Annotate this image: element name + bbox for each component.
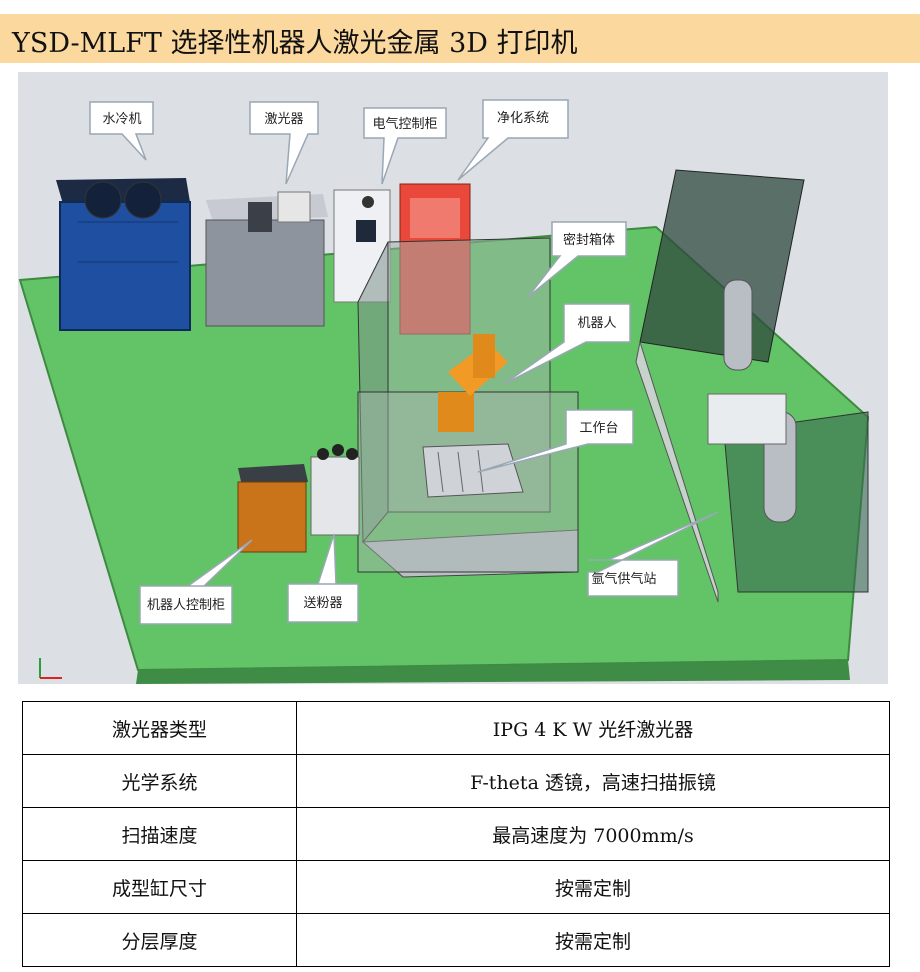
spec-key: 分层厚度 (22, 913, 297, 967)
floor-edge (136, 660, 850, 684)
table-row: 成型缸尺寸 按需定制 (22, 860, 890, 914)
spec-key: 成型缸尺寸 (22, 860, 297, 914)
table-row: 激光器类型 IPG 4 K W 光纤激光器 (22, 701, 890, 755)
callout-sealed-chamber: 密封箱体 (527, 221, 627, 298)
spec-key: 扫描速度 (22, 807, 297, 861)
spec-key: 光学系统 (22, 754, 297, 808)
callout-robot-controller: 机器人控制柜 (139, 539, 253, 625)
label-robot: 机器人 (577, 316, 616, 331)
robot-arm (438, 334, 508, 432)
callout-powder-feeder: 送粉器 (287, 533, 359, 623)
label-purification: 净化系统 (497, 111, 549, 126)
worktable (422, 443, 524, 498)
title-bar: YSD-MLFT 选择性机器人激光金属 3D 打印机 (0, 14, 920, 63)
spec-value: 按需定制 (296, 860, 890, 914)
label-electric-cabinet: 电气控制柜 (372, 116, 437, 132)
callout-robot: 机器人 (503, 303, 631, 385)
page-title: YSD-MLFT 选择性机器人激光金属 3D 打印机 (12, 28, 578, 59)
table-row: 光学系统 F-theta 透镜，高速扫描振镜 (22, 754, 890, 808)
spec-table: 激光器类型 IPG 4 K W 光纤激光器 光学系统 F-theta 透镜，高速… (22, 701, 890, 967)
callout-purification: 净化系统 (457, 99, 569, 181)
label-laser: 激光器 (264, 112, 303, 127)
laser-unit (205, 191, 328, 327)
robot-controller (237, 464, 308, 553)
spec-value: 按需定制 (296, 913, 890, 967)
powder-feeder (310, 444, 360, 536)
table-row: 扫描速度 最高速度为 7000mm/s (22, 807, 890, 861)
spec-value: IPG 4 K W 光纤激光器 (296, 701, 890, 755)
spec-value: F-theta 透镜，高速扫描振镜 (296, 754, 890, 808)
table-row: 分层厚度 按需定制 (22, 913, 890, 967)
equipment-layout-diagram: 水冷机 激光器 电气控制柜 净化系统 密封箱体 机器人 工作台 氩气供气站 机器… (18, 72, 888, 684)
label-worktable: 工作台 (579, 421, 618, 436)
label-powder-feeder: 送粉器 (303, 596, 342, 611)
spec-value: 最高速度为 7000mm/s (296, 807, 890, 861)
argon-gas-station (635, 169, 869, 603)
callout-worktable: 工作台 (477, 409, 634, 473)
callout-laser: 激光器 (249, 101, 319, 185)
water-chiller (56, 178, 191, 331)
label-robot-controller: 机器人控制柜 (147, 598, 225, 613)
label-water-chiller: 水冷机 (102, 112, 141, 127)
callout-water-chiller: 水冷机 (89, 101, 154, 161)
callout-electric-cabinet: 电气控制柜 (363, 107, 447, 185)
label-argon-station: 氩气供气站 (591, 571, 656, 587)
spec-key: 激光器类型 (22, 701, 297, 755)
callout-argon-station: 氩气供气站 (587, 511, 719, 597)
axis-icon (39, 658, 62, 679)
label-sealed-chamber: 密封箱体 (563, 232, 615, 248)
